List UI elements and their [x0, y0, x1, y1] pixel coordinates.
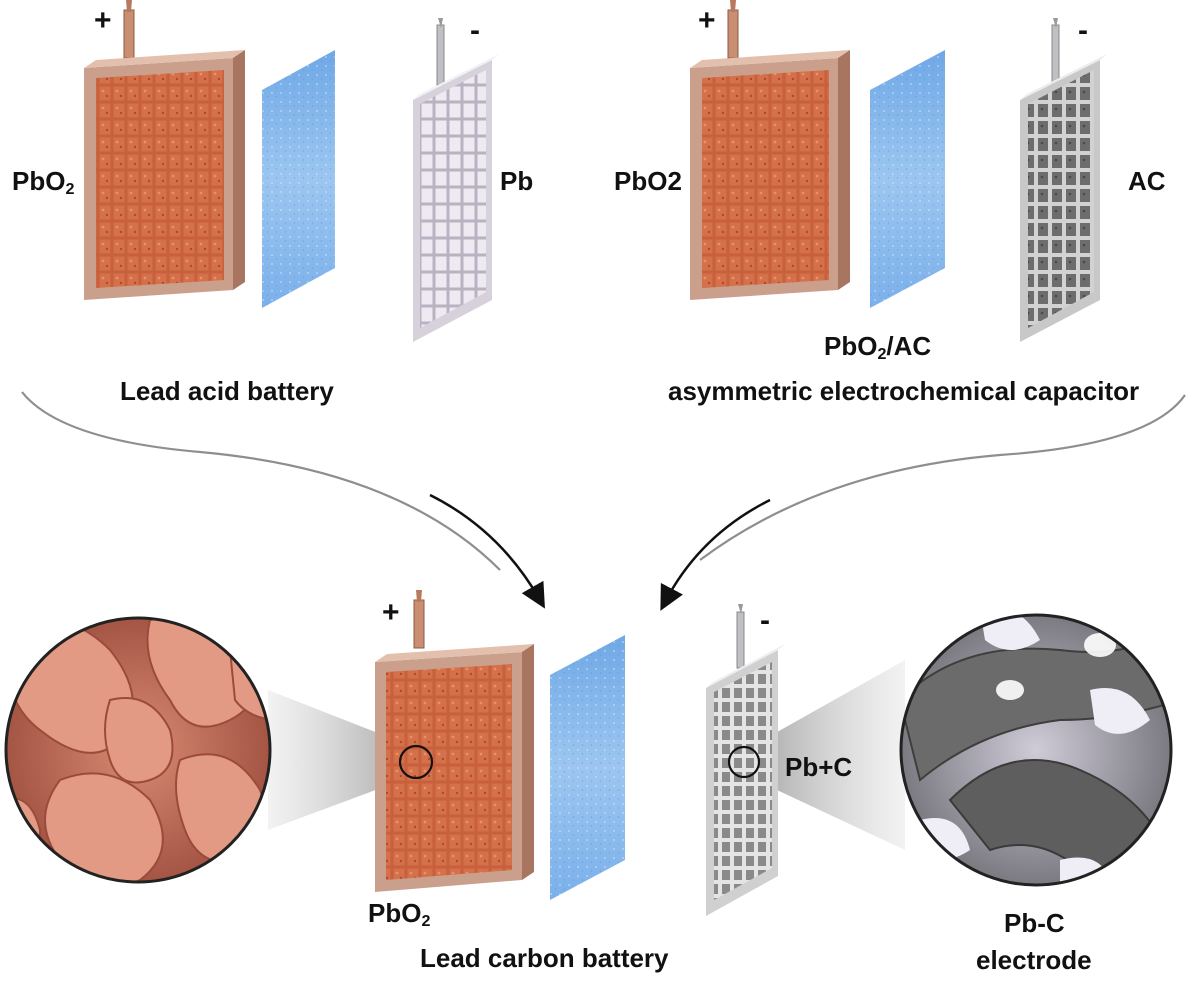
capacitor-negative-plate: [1020, 18, 1107, 342]
capacitor-cell-label-sub: 2: [877, 345, 887, 364]
carbon-battery-negative-plate: [706, 604, 785, 916]
lead-acid-caption: Lead acid battery: [120, 376, 334, 406]
positive-zoom-marker: [398, 744, 434, 780]
pbc-zoom-label-line2: electrode: [976, 945, 1092, 975]
lead-acid-negative-label: Pb: [500, 166, 534, 196]
lead-acid-positive-label-main: PbO: [12, 166, 66, 196]
carbon-battery-positive-label: PbO2: [368, 900, 430, 929]
lead-acid-negative-plate: [413, 18, 499, 342]
right-zoom-cone: [745, 660, 905, 850]
left-merge-arrow: [429, 493, 545, 609]
carbon-battery-positive-plate: [375, 590, 534, 892]
capacitor-positive-plate: [690, 0, 850, 300]
carbon-battery-negative-sign: -: [760, 604, 770, 637]
carbon-battery-positive-label-sub: 2: [421, 912, 431, 931]
left-merge-curve: [21, 391, 501, 571]
lead-acid-positive-label-sub: 2: [65, 180, 75, 199]
capacitor-cell-label: PbO2/AC: [824, 333, 931, 362]
right-merge-curve: [699, 394, 1186, 561]
lead-acid-negative-sign: -: [470, 14, 480, 47]
carbon-battery-caption: Lead carbon battery: [420, 943, 669, 973]
pbo2-microstructure-zoom: [4, 616, 272, 884]
capacitor-negative-label: AC: [1128, 166, 1166, 196]
capacitor-cell-label-main: PbO: [824, 331, 878, 361]
carbon-battery-positive-label-main: PbO: [368, 898, 422, 928]
lead-acid-separator: [262, 50, 335, 308]
carbon-battery-separator: [550, 635, 625, 900]
negative-zoom-marker: [727, 745, 761, 779]
lead-acid-positive-sign: +: [94, 4, 112, 37]
capacitor-positive-label: PbO2: [614, 166, 682, 196]
lead-acid-positive-label: PbO2: [12, 168, 74, 197]
capacitor-positive-sign: +: [698, 4, 716, 37]
carbon-battery-positive-sign: +: [382, 596, 400, 629]
lead-acid-positive-plate: [84, 0, 245, 300]
capacitor-separator: [870, 50, 945, 308]
capacitor-caption: asymmetric electrochemical capacitor: [668, 376, 1140, 406]
right-merge-arrow: [660, 498, 771, 611]
left-zoom-cone: [268, 690, 416, 830]
capacitor-cell-label-rest: /AC: [886, 331, 932, 361]
carbon-battery-negative-label: Pb+C: [785, 752, 853, 782]
pbc-zoom-label-line1: Pb-C: [1004, 908, 1065, 938]
capacitor-negative-sign: -: [1078, 14, 1088, 47]
pbc-microstructure-zoom: [899, 613, 1173, 887]
